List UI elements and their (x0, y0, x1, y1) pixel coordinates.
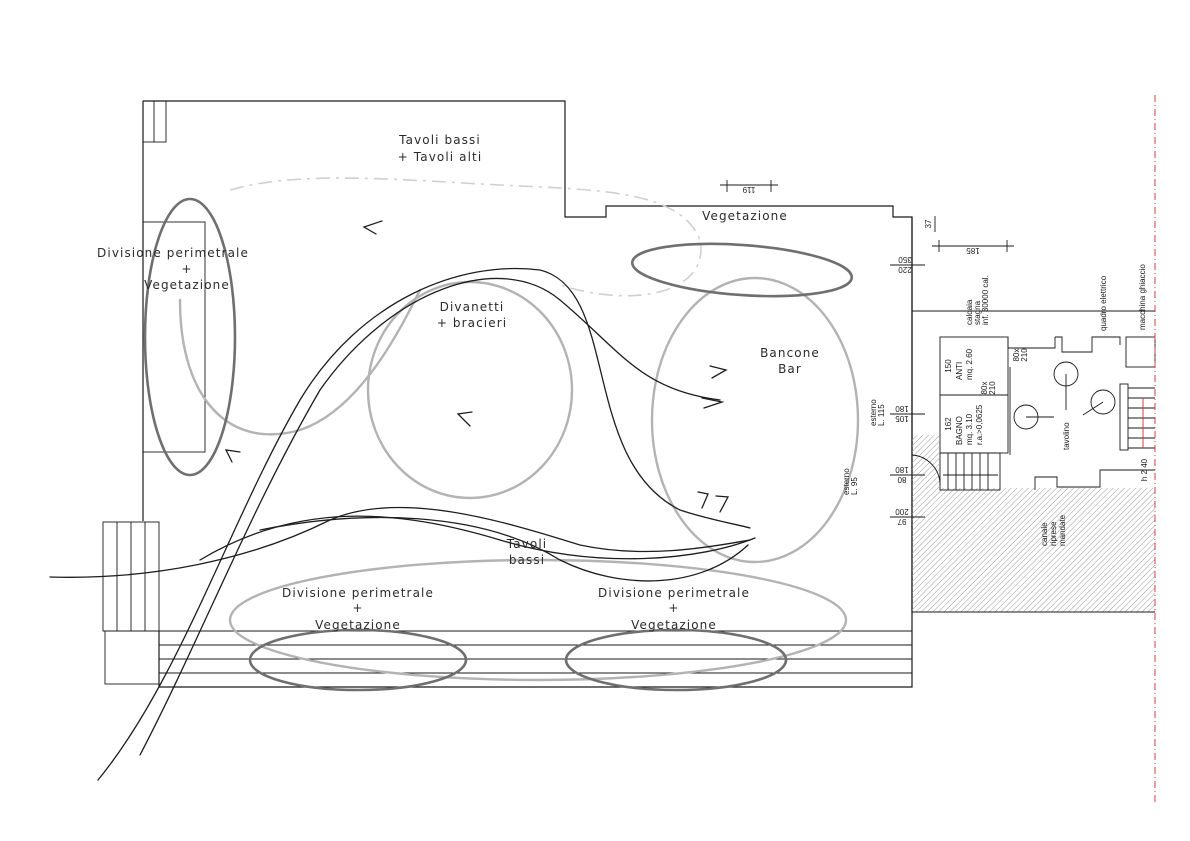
arrow-icon (224, 449, 241, 463)
bottom-large-ellipse (228, 558, 848, 682)
label-canale-2: riprese (1049, 521, 1058, 546)
label-divisione-bl-2: + (352, 601, 363, 615)
label-macchina-ghiaccio: macchina ghiaccio (1138, 264, 1147, 330)
grey-loop-left (178, 288, 422, 436)
dim-top-width: 119 (742, 185, 755, 194)
door-arc (911, 454, 941, 486)
dim-opening-4-top: 200 (895, 507, 909, 516)
label-divisione-br-2: + (668, 601, 679, 615)
dimension-text: 119 185 37 350 220 180 105 180 80 200 97… (742, 185, 1149, 526)
dim-opening-3-bottom: 80 (897, 475, 906, 484)
label-divisione-left-3: Vegetazione (144, 278, 230, 292)
label-divanetti-1: Divanetti (440, 300, 505, 314)
label-quadro-elettrico: quadro elettrico (1099, 275, 1108, 331)
label-caldaia-3: inf. 30000 cal. (981, 275, 990, 325)
left-vegetation-ellipse (143, 197, 237, 477)
label-canale-1: canale (1040, 522, 1049, 546)
label-tavoli-bottom-2: bassi (509, 553, 545, 567)
column-top-left (142, 100, 167, 143)
label-vegetazione-top: Vegetazione (702, 209, 788, 223)
tavolino-2 (1090, 389, 1116, 415)
label-divisione-br-3: Vegetazione (631, 618, 717, 632)
bottom-left-ellipse (248, 628, 468, 692)
dim-door-2b: 210 (988, 381, 997, 395)
label-divisione-left-1: Divisione perimetrale (97, 246, 249, 260)
label-divisione-br-1: Divisione perimetrale (598, 586, 750, 600)
label-canale-3: mandate (1058, 514, 1067, 546)
dim-anti: 150 (944, 359, 953, 373)
bottom-right-ellipse (564, 628, 788, 692)
label-anti-1: ANTI (955, 362, 964, 380)
label-bancone-2: Bar (778, 362, 802, 376)
stairs-right (1119, 383, 1155, 451)
interior-building (911, 95, 1156, 805)
label-bagno-3: r.a.>0,0625 (975, 404, 984, 445)
bar-circle (650, 276, 860, 564)
arrow-icon (701, 397, 725, 409)
planter-left (142, 221, 206, 453)
arrow-icon (697, 491, 730, 513)
label-esterno-2: esterno (842, 468, 851, 495)
label-divisione-left-2: + (181, 262, 192, 276)
zone-labels: Tavoli bassi + Tavoli alti Vegetazione D… (97, 133, 820, 632)
label-esterno-2-l: L. 95 (850, 477, 859, 495)
dim-opening-1-bottom: 220 (898, 265, 912, 274)
stairs-center (939, 452, 1001, 491)
dim-door-1a: 80x (1012, 349, 1021, 362)
label-esterno-1-l: L. 115 (877, 404, 886, 426)
dim-opening-3-top: 180 (895, 465, 909, 474)
dimension-lines (720, 180, 1014, 518)
label-tavoli-top-1: Tavoli bassi (398, 133, 481, 147)
dim-opening-2-bottom: 105 (895, 414, 909, 423)
label-tavoli-bottom-1: Tavoli (506, 537, 547, 551)
label-caldaia-1: caldaia (965, 299, 974, 325)
technical-labels: esterno L. 115 esterno L. 95 caldaia sta… (842, 264, 1147, 546)
steps-bottom-left (102, 521, 160, 685)
outdoor-perimeter (102, 100, 913, 688)
arrow-icon (362, 220, 383, 235)
dim-side-width: 185 (966, 246, 980, 255)
dim-door-1b: 210 (1020, 348, 1029, 362)
label-tavolino: tavolino (1062, 422, 1071, 450)
label-esterno-1: esterno (869, 399, 878, 426)
arrow-icon (709, 365, 728, 379)
label-divisione-bl-3: Vegetazione (315, 618, 401, 632)
dim-door-2a: 80x (980, 382, 989, 395)
label-divanetti-2: + bracieri (437, 316, 507, 330)
label-divisione-bl-1: Divisione perimetrale (282, 586, 434, 600)
divanetti-circle (366, 280, 574, 500)
label-bagno-1: BAGNO (955, 416, 964, 445)
dim-opening-4-bottom: 97 (897, 517, 906, 526)
arrow-icon (456, 411, 473, 427)
concept-sketch (49, 177, 860, 781)
top-vegetation-ellipse (630, 242, 854, 298)
dim-opening-1-top: 350 (898, 255, 912, 264)
label-tavoli-top-2: + Tavoli alti (398, 150, 483, 164)
label-bagno-2: mq. 3.10 (965, 413, 974, 445)
label-bancone-1: Bancone (760, 346, 820, 360)
label-caldaia-2: stagna (973, 300, 982, 325)
dim-opening-2-top: 180 (895, 404, 909, 413)
hatched-wall-area (912, 488, 1155, 612)
dim-stair-height: h 2 40 (1140, 458, 1149, 481)
label-anti-2: mq. 2.60 (965, 348, 974, 380)
dim-bagno: 162 (944, 417, 953, 431)
dim-step-height: 37 (924, 219, 933, 228)
